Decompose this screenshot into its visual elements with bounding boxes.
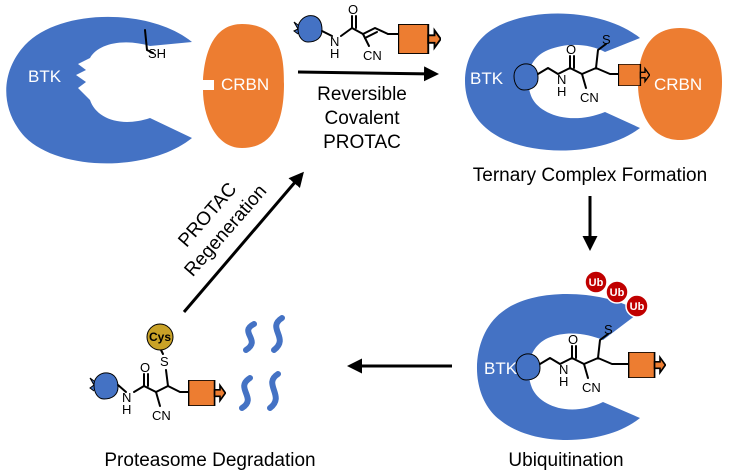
- crbn-ligand-bound-ternary: [618, 64, 650, 86]
- released-cn: CN: [152, 408, 171, 423]
- fragment-2-icon: [271, 315, 285, 353]
- ub-n: N: [559, 362, 568, 377]
- ub-chain: [539, 357, 629, 365]
- cys-label: Cys: [149, 330, 171, 344]
- carbonyl-o: O: [348, 2, 358, 17]
- ub-nitrile-bond: [583, 363, 589, 379]
- ub-s: S: [604, 322, 613, 337]
- btk-label-ternary: BTK: [470, 69, 504, 88]
- ub-bead-1: [584, 270, 608, 294]
- ub-thioether: [597, 333, 609, 359]
- released-thioether: [165, 369, 169, 387]
- regeneration-caption-group: PROTAC Regeneration: [174, 179, 271, 281]
- caption-protac: PROTAC: [323, 132, 401, 153]
- btk-ligand-released: [89, 372, 119, 400]
- ternary-cn: CN: [580, 90, 599, 105]
- protac-molecule-top: N H O CN: [293, 2, 441, 63]
- linker-bond-1: [321, 30, 333, 37]
- ternary-nitrile-bond: [581, 73, 587, 89]
- crbn-label: CRBN: [221, 75, 269, 94]
- crbn-protein-ternary: [638, 28, 722, 140]
- forward-arrow: [297, 66, 439, 82]
- btk-label-ub: BTK: [484, 359, 518, 378]
- nitrile-bond: [362, 33, 370, 47]
- ternary-s: S: [602, 32, 611, 47]
- fragment-1-icon: [243, 321, 257, 353]
- btk-protein-ternary: [465, 13, 640, 151]
- released-bond-1: [117, 384, 127, 393]
- btk-ligand-bound-ub: [515, 353, 541, 381]
- caption-covalent: Covalent: [325, 108, 401, 129]
- ub-bead-2: [605, 280, 629, 304]
- crbn-label-ternary: CRBN: [654, 75, 702, 94]
- ternary-h: H: [557, 84, 566, 99]
- btk-protein-ub: [476, 293, 640, 441]
- ub-bead-3: [625, 294, 649, 318]
- ternary-carbonyl: [569, 55, 575, 69]
- ternary-chain: [537, 67, 619, 75]
- crbn-protein-free: [203, 24, 284, 148]
- btk-ligand-bound-ternary: [513, 63, 539, 91]
- crbn-ligand-icon: [398, 24, 441, 54]
- alkene-double-bond: [364, 31, 378, 39]
- btk-ligand-icon: [293, 15, 323, 43]
- released-s: S: [160, 354, 169, 369]
- caption-reversible: Reversible: [317, 84, 407, 105]
- caption-ternary: Ternary Complex Formation: [473, 165, 707, 186]
- ternary-thioether: [595, 43, 607, 69]
- released-h: H: [122, 402, 131, 417]
- ub-bead-2-label: Ub: [610, 287, 625, 299]
- carbonyl-bond: [351, 15, 357, 29]
- regeneration-arrow: [182, 171, 304, 313]
- ternary-o: O: [566, 42, 576, 57]
- ternary-n: N: [557, 72, 566, 87]
- released-o: O: [140, 360, 150, 375]
- fragment-3-icon: [239, 375, 253, 411]
- btk-label: BTK: [28, 67, 62, 86]
- cys-thiol-bond: [144, 29, 154, 54]
- fragment-4-icon: [267, 371, 281, 411]
- ub-o: O: [568, 332, 578, 347]
- degradation-products: N H O CN S Cys: [89, 315, 285, 423]
- ub-bead-1-label: Ub: [589, 277, 604, 289]
- caption-proteasome: Proteasome Degradation: [104, 450, 315, 471]
- crbn-ligand-icon-ub: [628, 352, 666, 378]
- ubiquitinated-complex: BTK O N H CN S Ub Ub Ub: [476, 270, 666, 441]
- released-n: N: [122, 390, 131, 405]
- ub-bead-3-label: Ub: [630, 301, 645, 313]
- free-btk-crbn: BTK SH CRBN: [6, 16, 284, 164]
- ub-carbonyl: [571, 345, 577, 359]
- btk-protein-free: [6, 16, 192, 164]
- caption-ubiquitination: Ubiquitination: [508, 450, 623, 471]
- ternary-complex: BTK O N H CN S CRBN: [465, 13, 722, 151]
- ubiquitin-chain: Ub Ub Ub: [584, 270, 649, 318]
- nh-h: H: [330, 46, 339, 61]
- nh-n: N: [330, 34, 339, 49]
- sh-label: SH: [148, 46, 166, 61]
- crbn-ligand-released: [188, 380, 226, 406]
- ub-cn: CN: [582, 380, 601, 395]
- released-nitrile-bond: [155, 391, 161, 407]
- ub-h: H: [559, 374, 568, 389]
- nitrile-cn: CN: [363, 48, 382, 63]
- released-chain: [133, 385, 191, 393]
- peptide-fragments: [239, 315, 285, 411]
- released-carbonyl: [143, 373, 149, 387]
- cys-residue: [146, 323, 174, 351]
